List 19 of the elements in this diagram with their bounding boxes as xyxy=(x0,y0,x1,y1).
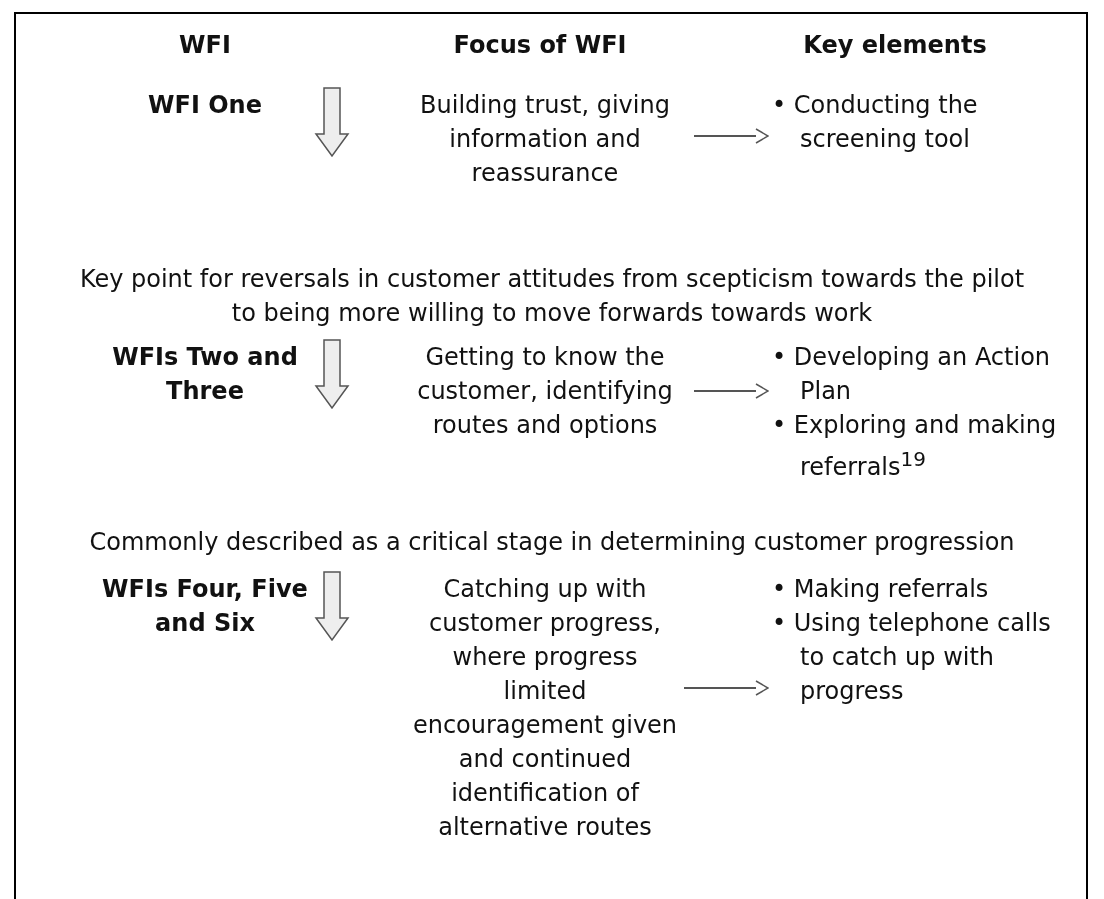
note-text: Key point for reversals in customer attitudes from scepticism towards the pilot to being more willing to move forwards towards work xyxy=(78,264,1026,329)
stage-label: WFIs Two and Three xyxy=(111,342,299,407)
bullet-item: • Conducting the screening tool xyxy=(772,90,979,155)
bullet-item: • Exploring and making referrals$^{19}$ xyxy=(772,410,1058,483)
bullet-item: • Making referrals xyxy=(772,574,990,605)
stage-label: WFI xyxy=(178,30,232,61)
arrow xyxy=(683,680,769,696)
arrow xyxy=(693,383,769,399)
stage-label: WFIs Four, Five and Six xyxy=(101,574,309,639)
note-text: Commonly described as a critical stage in determining customer progression xyxy=(88,527,1016,558)
arrow xyxy=(693,128,769,144)
stage-label: Key elements xyxy=(802,30,988,61)
stage-label: Focus of WFI xyxy=(452,30,628,61)
bullet-item: • Using telephone calls to catch up with progress xyxy=(772,608,1052,707)
stage-label: WFI One xyxy=(147,90,263,121)
focus-text: Building trust, giving information and reassurance xyxy=(400,88,690,190)
bullet-item: • Developing an Action Plan xyxy=(772,342,1052,407)
focus-text: Catching up with customer progress, where progress limited encouragement given and continued identification of alternative routes xyxy=(410,572,680,844)
focus-text: Getting to know the customer, identifying routes and options xyxy=(400,340,690,442)
